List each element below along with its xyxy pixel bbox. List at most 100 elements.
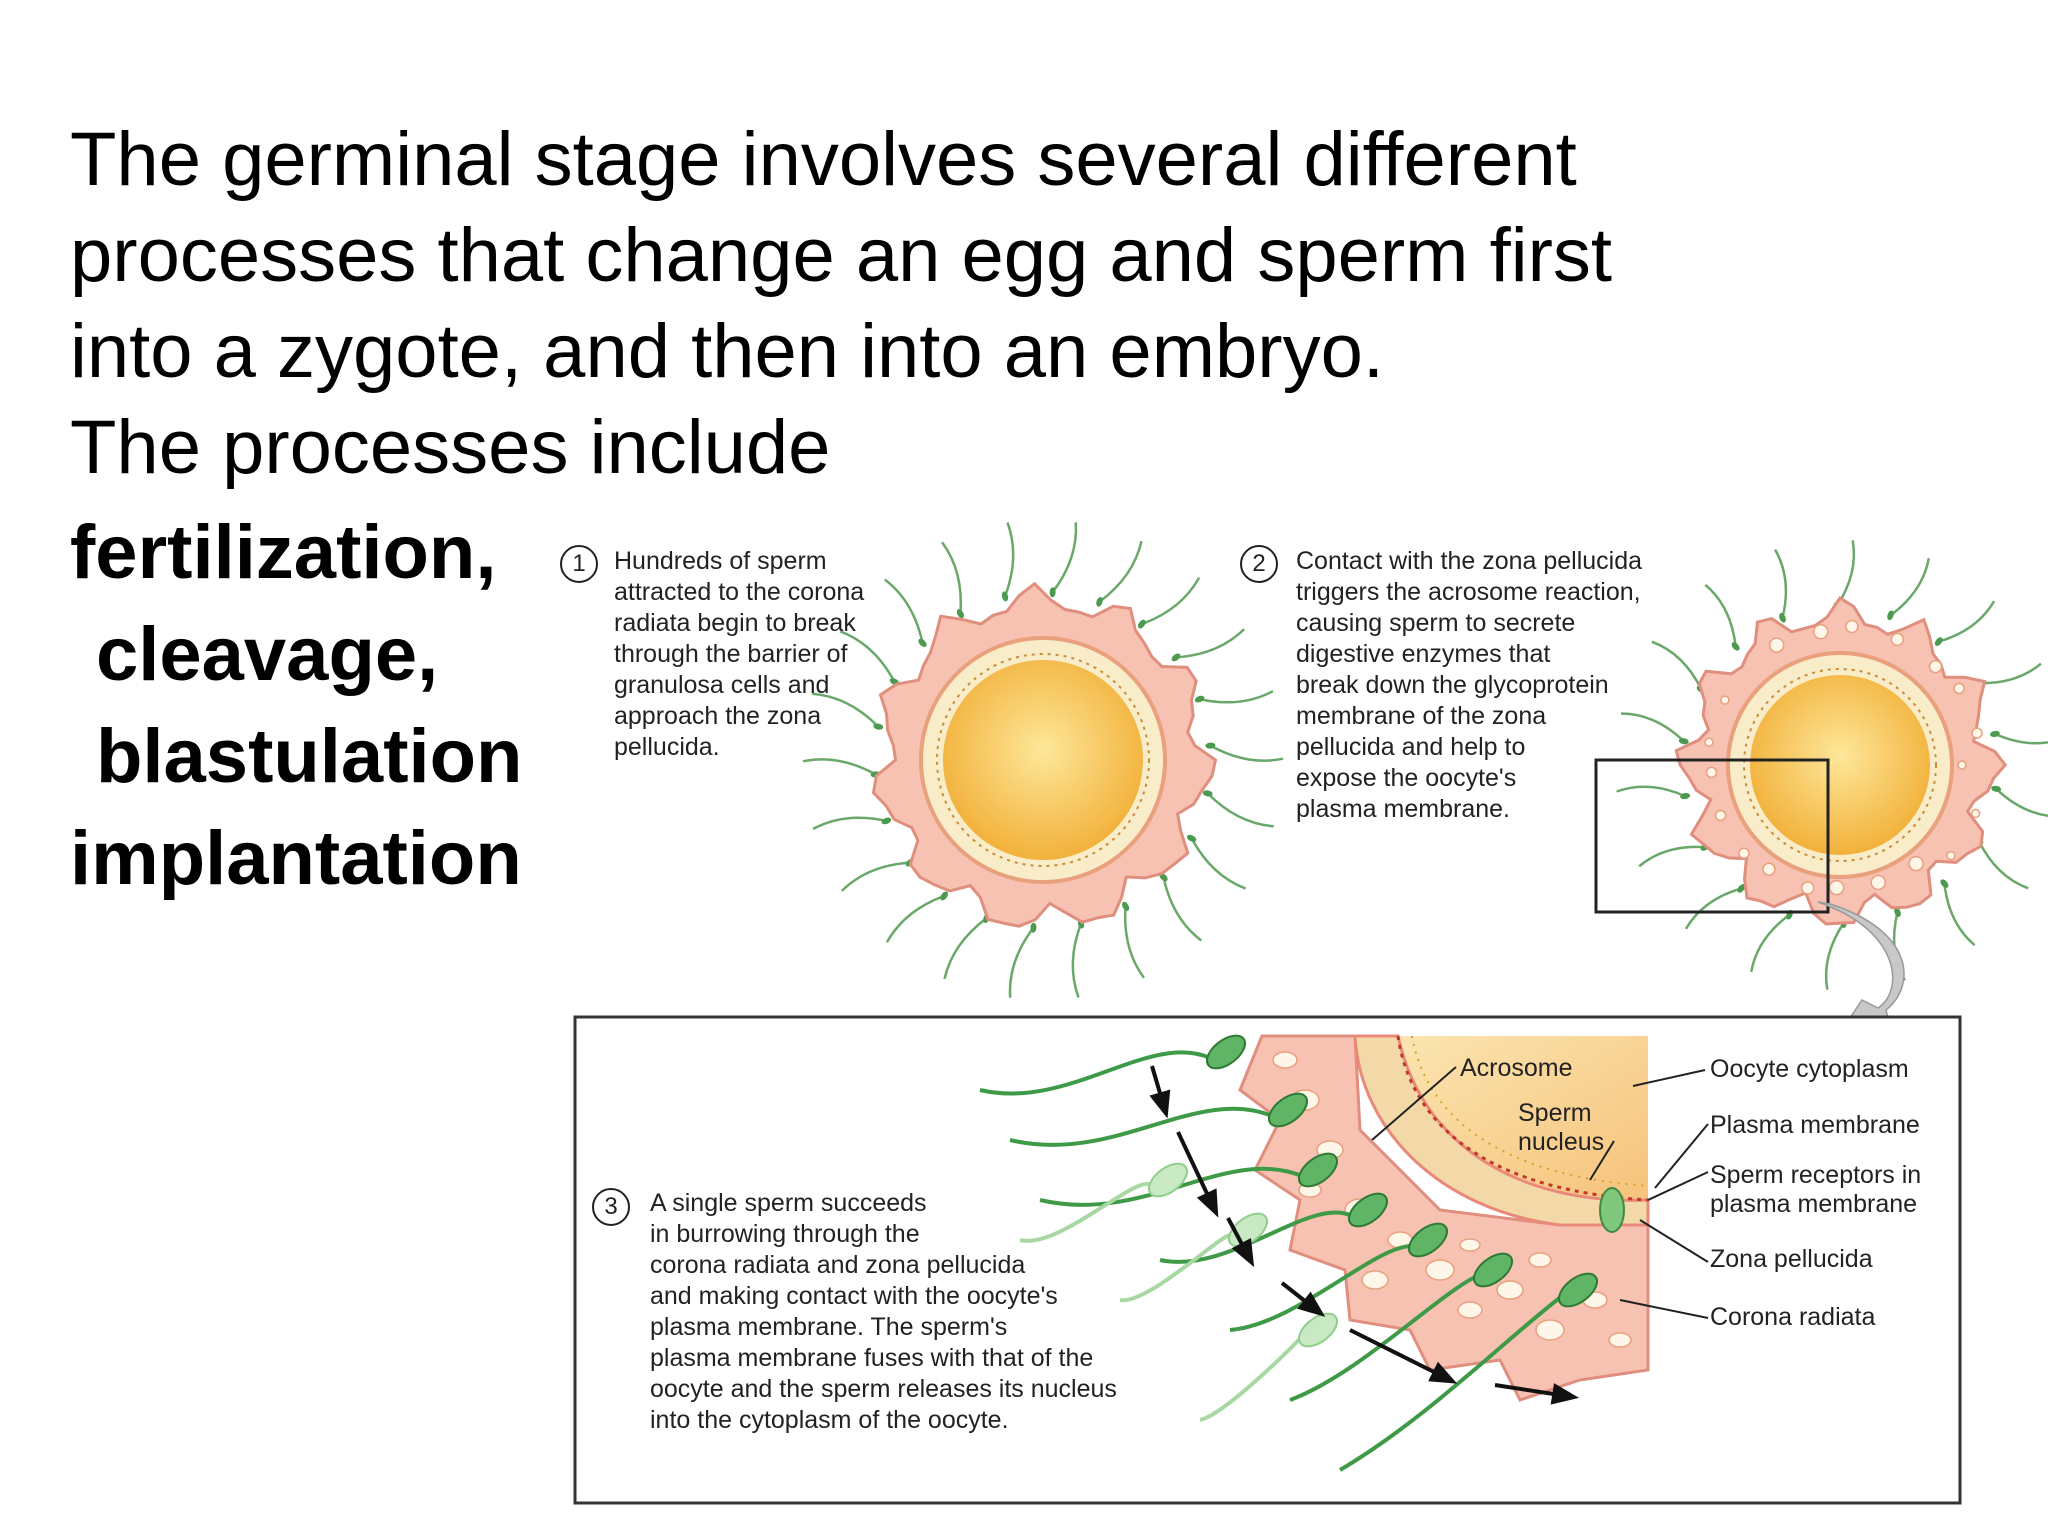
- granulosa-cell: [1813, 623, 1829, 640]
- leader-lines: [1371, 1066, 1709, 1319]
- sperm-head: [1186, 834, 1197, 842]
- sperm-tail: [884, 578, 924, 644]
- granulosa-cell: [1704, 737, 1714, 748]
- granulosa-cell: [1953, 682, 1965, 695]
- sperm-head: [1737, 884, 1746, 893]
- caption-line: membrane of the zona: [1296, 702, 1547, 730]
- caption-line: through the barrier of: [614, 640, 848, 668]
- arrow-head: [1550, 1383, 1580, 1405]
- caption-line: triggers the acrosome reaction,: [1296, 578, 1641, 606]
- term-cleavage: cleavage,: [96, 612, 439, 697]
- sperm-tail: [1199, 689, 1274, 704]
- label-acrosome: Acrosome: [1460, 1054, 1573, 1082]
- sperm-head: [1205, 742, 1216, 749]
- caption-line: Contact with the zona pellucida: [1296, 547, 1643, 575]
- caption-line: oocyte and the sperm releases its nucleu…: [650, 1375, 1117, 1403]
- sperm-tail: [1749, 913, 1791, 973]
- sperm-tail: [812, 816, 887, 831]
- sperm-head: [1298, 1152, 1338, 1188]
- oocyte-panel-1: [802, 522, 1284, 998]
- caption-line: and making contact with the oocyte's: [650, 1282, 1058, 1310]
- sperm-tail: [1209, 744, 1284, 762]
- sperm-head: [1096, 596, 1103, 607]
- movement-arrow: [1494, 1383, 1561, 1397]
- step-1-badge: 1: [560, 545, 598, 583]
- sperm-head: [1779, 613, 1786, 623]
- arrow-head: [1196, 1188, 1219, 1218]
- sperm-tail: [1684, 887, 1742, 930]
- term-fertilization: fertilization,: [70, 510, 497, 595]
- sperm-head: [1206, 1034, 1246, 1070]
- term-blastulation: blastulation: [96, 714, 523, 799]
- oocyte-closeup: [979, 1034, 1650, 1472]
- caption-line: digestive enzymes that: [1296, 640, 1551, 668]
- granulosa-cell: [1957, 760, 1967, 770]
- sperm-head: [1298, 1312, 1338, 1348]
- sperm-tail: [885, 894, 945, 943]
- granulosa-cell: [1946, 850, 1956, 861]
- sperm-tail: [1008, 926, 1035, 998]
- arrow-head: [1231, 1238, 1255, 1268]
- sperm-head: [1680, 792, 1691, 800]
- sperm-tail: [1162, 876, 1202, 942]
- granulosa-cell: [1459, 1238, 1481, 1252]
- oocyte-panel-2: [1594, 540, 2048, 1031]
- sperm-tail: [1009, 1106, 1273, 1147]
- sperm-head: [1171, 653, 1181, 662]
- sperm-tail: [1995, 787, 2048, 817]
- sperm-tail: [1651, 640, 1703, 690]
- label-zona-pellucida: Zona pellucida: [1710, 1245, 1873, 1273]
- granulosa-cell: [1361, 1270, 1389, 1290]
- sperm-head: [1148, 1162, 1188, 1198]
- granulosa-cell: [1705, 766, 1718, 779]
- sperm-head: [940, 891, 949, 901]
- intro-line: into a zygote, and then into an embryo.: [70, 309, 1384, 394]
- granulosa-cell: [1720, 695, 1730, 705]
- process-list: fertilization, cleavage, blastulation im…: [70, 502, 570, 910]
- sperm-head: [1122, 901, 1130, 911]
- sperm-tail: [1119, 1232, 1234, 1303]
- sperm-head: [1989, 730, 2000, 738]
- sperm-tail: [1190, 837, 1247, 890]
- sperm-head: [1268, 1092, 1308, 1128]
- sperm-tail: [1159, 1210, 1353, 1264]
- panel-1-caption: Hundreds of sperm attracted to the coron…: [614, 546, 864, 763]
- panel-3-caption: A single sperm succeeds in burrowing thr…: [650, 1188, 1117, 1436]
- sperm-tail: [840, 861, 911, 892]
- sperm-tail: [1289, 1274, 1478, 1402]
- caption-line: corona radiata and zona pellucida: [650, 1251, 1026, 1279]
- caption-line: radiata begin to break: [614, 609, 856, 637]
- sperm-tail: [1943, 883, 1976, 947]
- sperm-tail: [941, 541, 963, 614]
- granulosa-cell: [1496, 1280, 1524, 1300]
- sperm-tail: [802, 758, 877, 776]
- sperm-tail: [1994, 732, 2048, 745]
- caption-line: plasma membrane.: [1296, 795, 1510, 823]
- granulosa-cell: [1928, 659, 1943, 674]
- sperm-tail: [839, 630, 896, 683]
- arrow-head: [1297, 1291, 1326, 1317]
- sperm-head: [1348, 1192, 1388, 1228]
- step-3-badge: 3: [592, 1188, 630, 1226]
- granulosa-cell: [1971, 727, 1983, 739]
- sperm-tail: [1141, 577, 1201, 626]
- caption-line: break down the glycoprotein: [1296, 671, 1609, 699]
- granulosa-cell: [1528, 1252, 1552, 1268]
- sperm-head: [873, 723, 884, 730]
- label-sperm-nucleus-2: nucleus: [1518, 1128, 1605, 1156]
- sperm-tail: [943, 917, 988, 980]
- caption-line: pellucida and help to: [1296, 733, 1526, 761]
- arrow-head: [1428, 1361, 1458, 1384]
- sperm-tail: [979, 1050, 1211, 1096]
- sperm-tail: [1051, 522, 1078, 594]
- caption-line: Hundreds of sperm: [614, 547, 827, 575]
- granulosa-cell: [1425, 1259, 1455, 1281]
- sperm-head: [1194, 695, 1205, 703]
- label-plasma-membrane: Plasma membrane: [1710, 1111, 1920, 1139]
- sperm-tail: [1003, 522, 1015, 597]
- sperm-head: [1202, 790, 1213, 797]
- panel-2-caption: Contact with the zona pellucida triggers…: [1296, 546, 1642, 825]
- granulosa-cell: [1272, 1051, 1298, 1069]
- caption-line: causing sperm to secrete: [1296, 609, 1576, 637]
- sperm-head: [1408, 1222, 1448, 1258]
